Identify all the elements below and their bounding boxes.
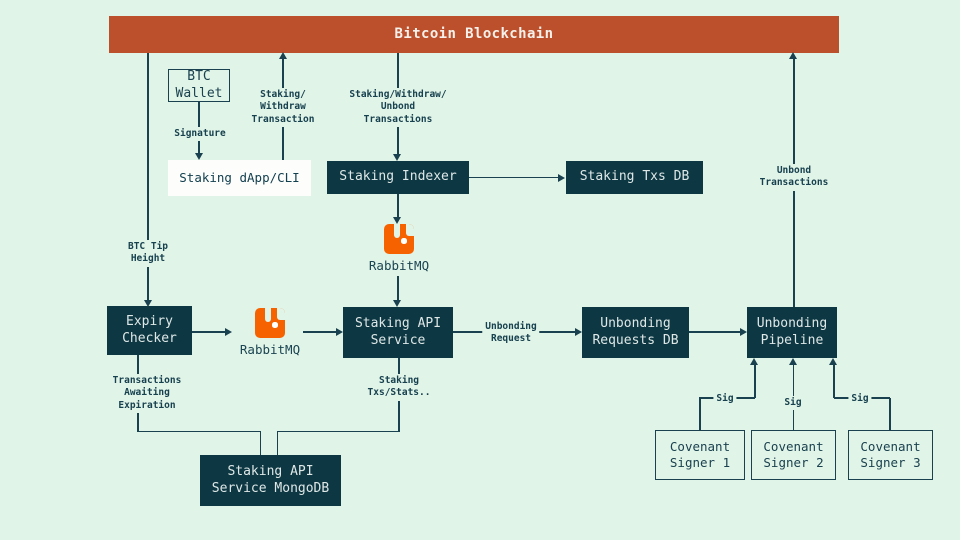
arrowhead-icon <box>225 327 232 336</box>
node-staking-api-service: Staking API Service <box>343 307 453 358</box>
rabbitmq-label: RabbitMQ <box>237 342 303 357</box>
arrowhead-icon <box>788 358 797 365</box>
edge-line <box>137 430 261 433</box>
edge-line <box>276 432 278 455</box>
rabbitmq-label: RabbitMQ <box>366 258 432 273</box>
edge-label-signature: Signature <box>171 127 229 142</box>
arrowhead-icon <box>575 327 582 336</box>
edge-line <box>833 364 835 398</box>
edge-label-unbond-transactions: Unbond Transactions <box>756 164 832 191</box>
node-covenant-signer-1: Covenant Signer 1 <box>655 430 745 480</box>
node-staking-api-service-mongodb: Staking API Service MongoDB <box>200 455 341 506</box>
edge-label-transactions-awaiting-expiration: Transactions Awaiting Expiration <box>109 374 185 414</box>
arrowhead-icon <box>829 358 838 365</box>
edge-line <box>276 430 400 433</box>
rabbitmq-icon-cut <box>276 308 285 320</box>
edge-label-staking-withdraw-transaction: Staking/ Withdraw Transaction <box>248 88 318 128</box>
arrowhead-icon <box>143 300 152 307</box>
edge-line <box>754 364 756 398</box>
arrowhead-icon <box>558 173 565 182</box>
rabbitmq-icon-slot <box>265 308 271 322</box>
rabbitmq-icon <box>384 224 414 254</box>
node-staking-dapp-cli: Staking dApp/CLI <box>168 160 311 196</box>
node-unbonding-pipeline: Unbonding Pipeline <box>747 307 837 358</box>
edge-line <box>259 432 261 455</box>
node-expiry-checker: Expiry Checker <box>107 306 192 355</box>
arrowhead-icon <box>336 327 343 336</box>
node-unbonding-requests-db: Unbonding Requests DB <box>582 307 689 358</box>
node-staking-indexer: Staking Indexer <box>327 161 469 194</box>
edge-line <box>303 331 336 333</box>
rabbitmq-icon-eye <box>400 237 407 244</box>
edge-line <box>699 398 701 430</box>
edge-line <box>192 331 225 333</box>
node-btc-wallet: BTC Wallet <box>168 69 230 102</box>
rabbitmq-icon <box>255 308 285 338</box>
edge-line <box>397 276 399 300</box>
edge-line <box>397 194 399 217</box>
arrowhead-icon <box>393 300 402 307</box>
node-covenant-signer-2: Covenant Signer 2 <box>751 430 836 480</box>
edge-line <box>689 331 740 333</box>
arrowhead-icon <box>740 327 747 336</box>
arrowhead-icon <box>278 52 287 59</box>
rabbitmq-icon-slot <box>394 224 400 238</box>
arrowhead-icon <box>393 154 402 161</box>
rabbitmq-icon-eye <box>271 321 278 328</box>
node-staking-txs-db: Staking Txs DB <box>566 161 703 194</box>
arrowhead-icon <box>789 52 798 59</box>
node-bitcoin-blockchain: Bitcoin Blockchain <box>109 16 839 53</box>
rabbitmq-icon-cut <box>405 224 414 236</box>
edge-label-staking-withdraw-unbond-transactions: Staking/Withdraw/ Unbond Transactions <box>346 88 450 128</box>
edge-line <box>889 398 891 430</box>
arrowhead-icon <box>393 217 402 224</box>
edge-label-sig-3: Sig <box>848 392 872 407</box>
edge-line <box>147 53 149 300</box>
edge-label-sig-1: Sig <box>713 392 737 407</box>
edge-label-staking-txs-stats: Staking Txs/Stats.. <box>364 374 434 401</box>
arrowhead-icon <box>750 358 759 365</box>
arrowhead-icon <box>194 153 203 160</box>
edge-line <box>469 176 558 179</box>
edge-label-btc-tip-height: BTC Tip Height <box>124 240 172 267</box>
edge-label-unbonding-request: Unbonding Request <box>482 320 540 347</box>
node-covenant-signer-3: Covenant Signer 3 <box>848 430 933 480</box>
edge-label-sig-2: Sig <box>781 396 805 411</box>
